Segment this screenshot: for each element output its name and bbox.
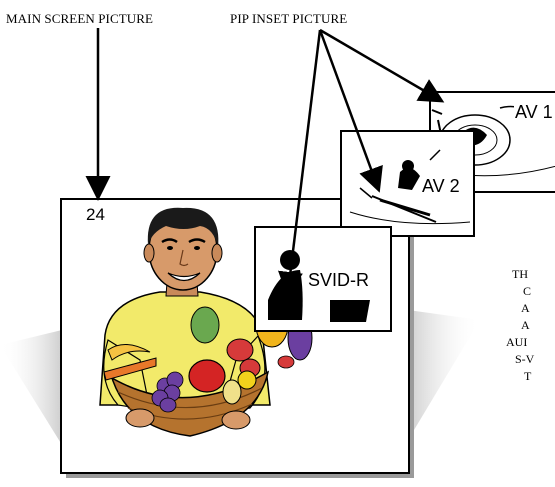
av1-label: AV 1 <box>514 102 554 123</box>
av2-label: AV 2 <box>421 176 461 197</box>
side-text-line-4: A <box>521 317 530 334</box>
light-beam-left <box>0 330 62 445</box>
channel-number: 24 <box>86 205 105 225</box>
side-text-line-2: C <box>523 283 531 300</box>
light-beam-right <box>408 310 480 440</box>
side-text-line-6: S-V <box>515 351 534 368</box>
side-text-line-7: T <box>524 368 531 385</box>
svid-r-label: SVID-R <box>307 270 370 291</box>
side-text-line-3: A <box>521 300 530 317</box>
side-text-line-1: TH <box>512 266 528 283</box>
pip-arrow-av1 <box>320 30 440 100</box>
side-text-line-5: AUI <box>506 334 527 351</box>
